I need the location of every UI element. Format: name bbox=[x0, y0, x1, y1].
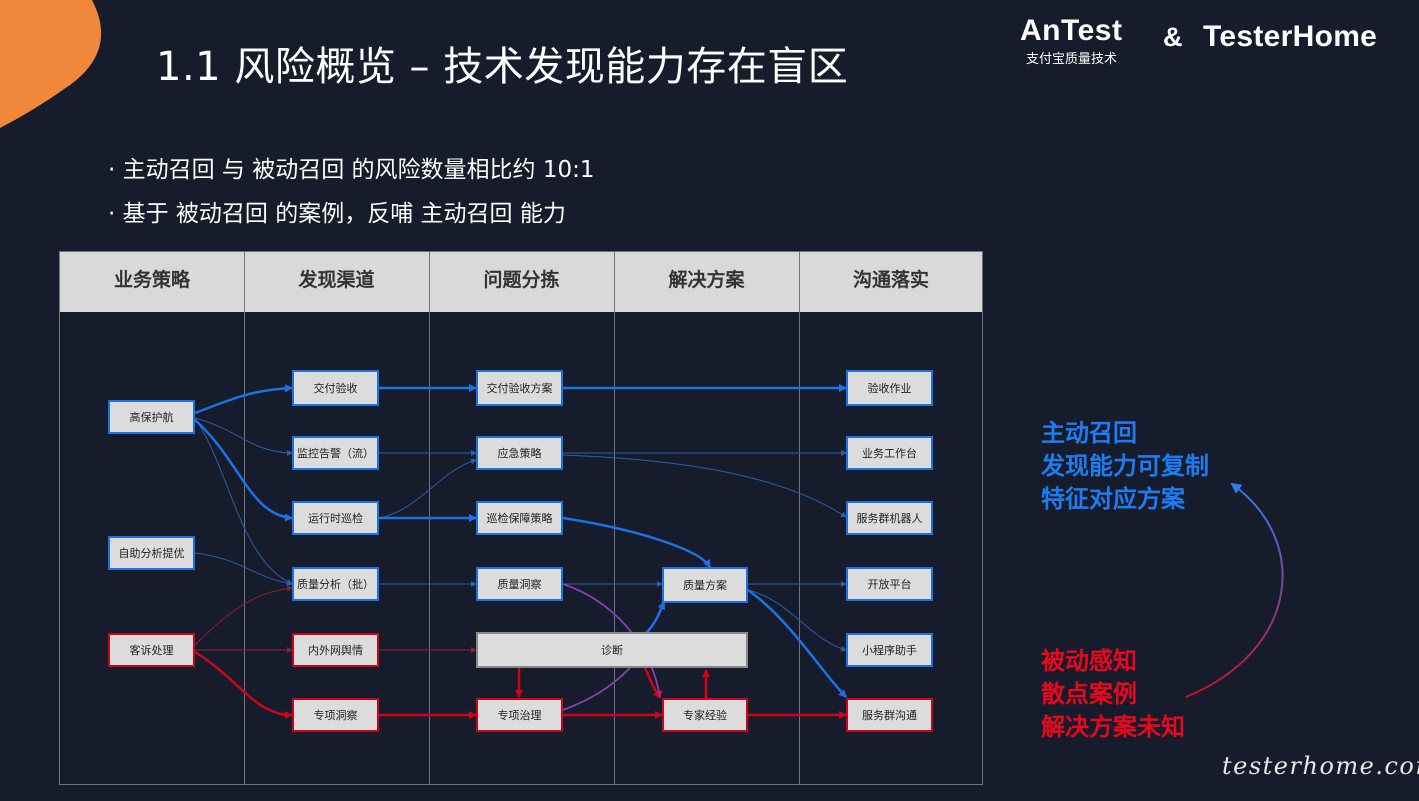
node-kesu: 客诉处理 bbox=[108, 633, 195, 667]
node-xunjian: 巡检保障策略 bbox=[476, 501, 563, 535]
testerhome-logo: TesterHome bbox=[1203, 20, 1378, 53]
node-fuwuqun-jqr: 服务群机器人 bbox=[846, 501, 933, 535]
node-jiankong: 监控告警（流） bbox=[292, 436, 379, 470]
node-yewu: 业务工作台 bbox=[846, 436, 933, 470]
node-xiaochengxu: 小程序助手 bbox=[846, 633, 933, 667]
node-zhiliang-fx: 质量分析（批） bbox=[292, 567, 379, 601]
passive-recall-notes: 被动感知 散点案例 解决方案未知 bbox=[1041, 645, 1185, 744]
node-yunxing: 运行时巡检 bbox=[292, 501, 379, 535]
node-zhuanxiang-zl: 专项治理 bbox=[476, 698, 563, 732]
passive-note-line: 解决方案未知 bbox=[1041, 713, 1185, 741]
corner-decoration bbox=[0, 0, 102, 128]
page-title: 1.1 风险概览 – 技术发现能力存在盲区 bbox=[156, 44, 849, 90]
column-divider bbox=[614, 252, 615, 784]
node-gaobao: 高保护航 bbox=[108, 400, 195, 434]
node-zhuanxiang-dc: 专项洞察 bbox=[292, 698, 379, 732]
column-header-solution: 解决方案 bbox=[668, 269, 745, 291]
swimlane-table: 业务策略 发现渠道 问题分拣 解决方案 沟通落实 bbox=[59, 251, 983, 785]
column-divider bbox=[799, 252, 800, 784]
node-zhenduan: 诊断 bbox=[476, 632, 748, 668]
node-kaifang: 开放平台 bbox=[846, 567, 933, 601]
column-header-strategy: 业务策略 bbox=[113, 269, 190, 291]
brand-ampersand: & bbox=[1163, 22, 1183, 52]
node-zhuanjia: 专家经验 bbox=[662, 698, 748, 732]
node-yingji: 应急策略 bbox=[476, 436, 563, 470]
bullet-ratio: · 主动召回 与 被动召回 的风险数量相比约 10:1 bbox=[108, 157, 595, 183]
active-note-line: 特征对应方案 bbox=[1041, 485, 1185, 513]
bullet-feedback: · 基于 被动召回 的案例，反哺 主动召回 能力 bbox=[108, 201, 566, 227]
node-zhiliang-dc: 质量洞察 bbox=[476, 567, 563, 601]
active-note-line: 发现能力可复制 bbox=[1041, 452, 1209, 480]
active-note-line: 主动召回 bbox=[1041, 419, 1137, 447]
table-header: 业务策略 发现渠道 问题分拣 解决方案 沟通落实 bbox=[60, 252, 982, 312]
antest-subtitle: 支付宝质量技术 bbox=[1026, 52, 1118, 67]
column-header-delivery: 沟通落实 bbox=[852, 269, 929, 291]
column-header-triage: 问题分拣 bbox=[483, 269, 560, 291]
column-header-discovery: 发现渠道 bbox=[298, 269, 375, 291]
node-fuwuqun-gt: 服务群沟通 bbox=[846, 698, 933, 732]
antest-logo: AnTest bbox=[1020, 14, 1123, 47]
node-jiaofu-fa: 交付验收方案 bbox=[476, 370, 563, 406]
node-zhiliang-fa: 质量方案 bbox=[662, 567, 748, 603]
node-jiaofu: 交付验收 bbox=[292, 370, 379, 406]
passive-note-line: 被动感知 bbox=[1041, 647, 1137, 675]
node-neiwai: 内外网舆情 bbox=[292, 633, 379, 667]
active-recall-notes: 主动召回 发现能力可复制 特征对应方案 bbox=[1041, 417, 1209, 516]
watermark: testerhome.com bbox=[1222, 752, 1419, 780]
passive-note-line: 散点案例 bbox=[1041, 680, 1137, 708]
column-divider bbox=[244, 252, 245, 784]
node-zizhu: 自助分析提优 bbox=[108, 536, 195, 570]
node-yanshou: 验收作业 bbox=[846, 370, 933, 406]
